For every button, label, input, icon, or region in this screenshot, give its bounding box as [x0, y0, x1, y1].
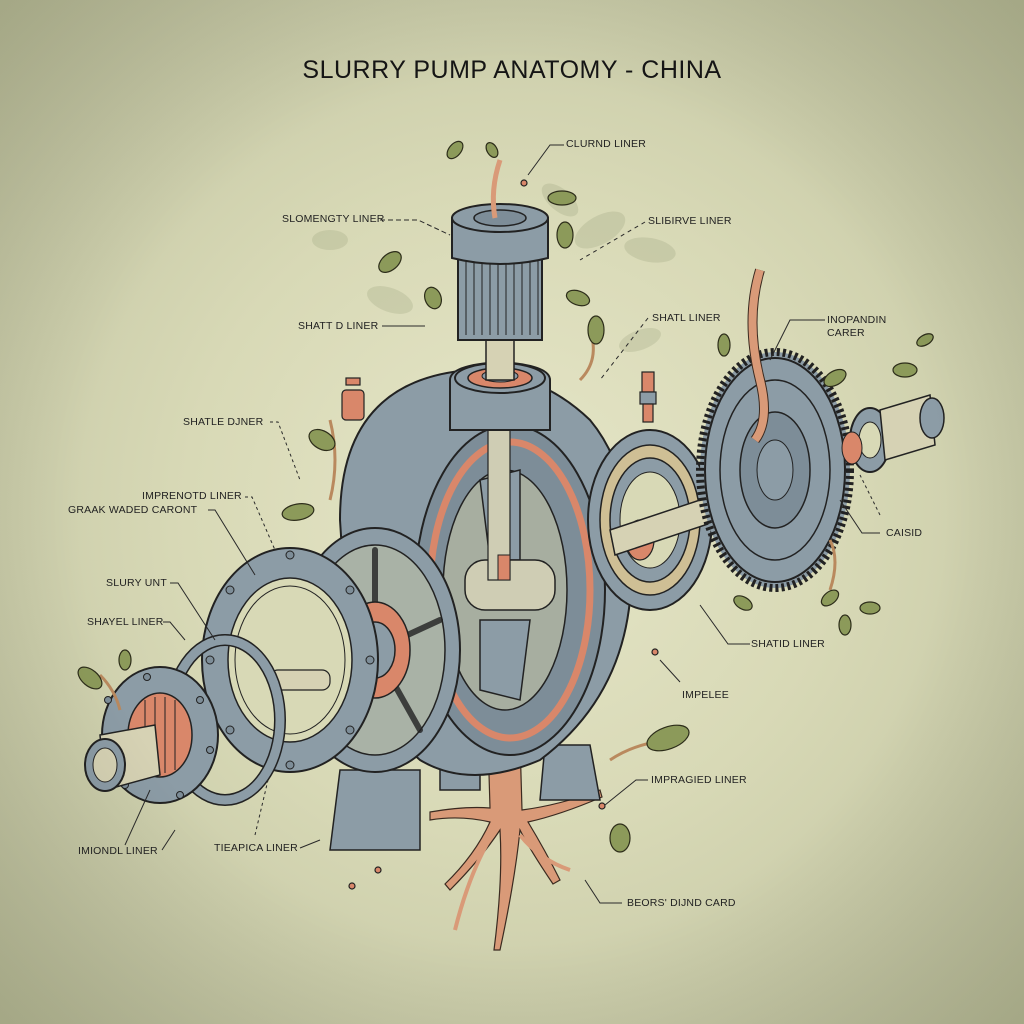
label-graak-waded-caront: GRAAK WADED CARONT — [68, 504, 198, 516]
label-slomengty-liner: SLOMENGTY LINER — [282, 213, 385, 225]
label-shatl-liner: SHATL LINER — [652, 312, 721, 324]
label-shatid-liner: SHATID LINER — [751, 638, 825, 650]
label-imiondl-liner: IMIONDL LINER — [78, 845, 158, 857]
label-impelee: IMPELEE — [682, 689, 729, 701]
label-clurnd-liner: CLURND LINER — [566, 138, 646, 150]
label-beors-diind-card: BEORS' DIJND CARD — [627, 897, 736, 909]
page-title: SLURRY PUMP ANATOMY - CHINA — [302, 56, 722, 84]
label-slury-unt: SLURY UNT — [106, 577, 167, 589]
label-shatle-djner: SHATLE DJNER — [183, 416, 264, 428]
label-teapica-liner: TIEAPICA LINER — [214, 842, 298, 854]
label-slibirve-liner: SLIБIRVE LINER — [648, 215, 732, 227]
label-caisid: CAISID — [886, 527, 923, 539]
label-impragied-liner: IMPRAGIED LINER — [651, 774, 747, 786]
label-shatt-d-liner: SHATT D LINER — [298, 320, 379, 332]
label-inopandin-carer: INOPANDIN CARER — [827, 314, 887, 339]
label-shayel-liner: SHAYEL LINER — [87, 616, 164, 628]
label-imprenotd-liner: IMPRENOTD LINER — [142, 490, 242, 502]
